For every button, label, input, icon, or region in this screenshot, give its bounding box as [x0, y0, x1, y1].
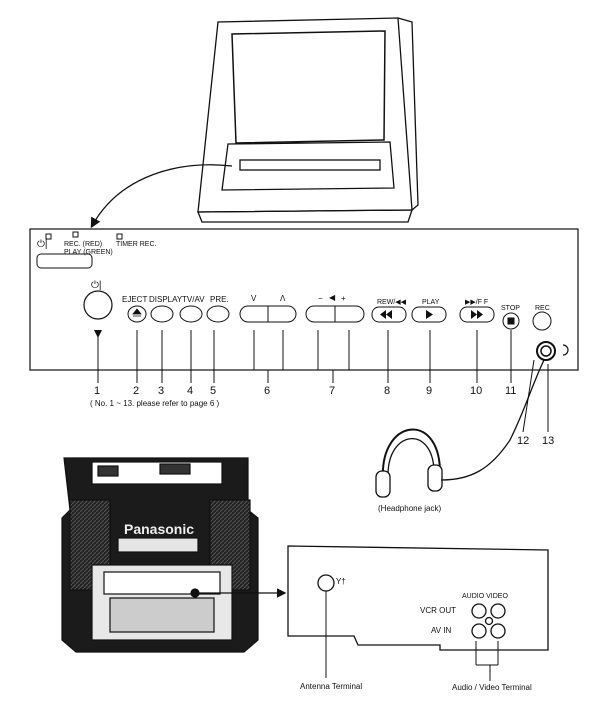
vcr-out-audio-jack: [471, 603, 487, 619]
callout-1: 1: [94, 385, 101, 397]
vcr-out-video-jack: [490, 603, 506, 619]
eject-label: EJECT: [122, 295, 148, 304]
headphone-caption: (Headphone jack): [378, 504, 442, 513]
av-in-label: AV IN: [431, 626, 452, 635]
volume-plus-label: +: [341, 294, 346, 303]
antenna-terminal: [317, 574, 335, 592]
callout-4: 4: [187, 385, 194, 397]
rec-label: REC: [535, 305, 550, 312]
callout-11: 11: [505, 385, 517, 397]
callout-10: 10: [470, 385, 483, 397]
rew-label: REW/◀◀: [377, 299, 407, 306]
page-reference-note: ( No. 1 ~ 13. please refer to page 6 ): [90, 399, 220, 408]
vcr-out-label: VCR OUT: [420, 606, 456, 615]
brand-logo: Panasonic: [124, 521, 195, 537]
power-indicator-label: ⏻|: [37, 239, 48, 250]
display-button[interactable]: [150, 305, 174, 323]
tvav-label: TV/AV: [182, 295, 205, 304]
audio-video-label: AUDIO VIDEO: [462, 593, 508, 600]
display-label: DISPLAY: [149, 295, 183, 304]
power-button-symbol: ⏻|: [91, 280, 102, 291]
callout-3: 3: [158, 385, 165, 397]
callout-12: 12: [517, 435, 530, 447]
av-in-audio-jack: [471, 623, 487, 639]
callout-5: 5: [210, 385, 217, 397]
headphones-illustration: [375, 359, 545, 498]
antenna-terminal-caption: Antenna Terminal: [300, 682, 363, 691]
power-button[interactable]: [83, 290, 113, 320]
tv-back-illustration: [61, 457, 259, 653]
callout-6: 6: [264, 385, 271, 397]
speaker-icon: ◀: [329, 293, 336, 302]
channel-down-label: V: [251, 294, 257, 303]
volume-minus-label: −: [318, 294, 323, 303]
rec-indicator-label: REC. (RED): [64, 241, 103, 248]
av-terminal-caption: Audio / Video Terminal: [452, 683, 532, 692]
tv-front-illustration: [197, 17, 419, 223]
callout-9: 9: [426, 385, 433, 397]
pre-label: PRE.: [210, 295, 229, 304]
zoom-arrow: [90, 164, 233, 229]
rec-button[interactable]: [532, 311, 552, 331]
pre-button[interactable]: [206, 305, 230, 323]
timer-indicator-label: TIMER REC.: [116, 241, 157, 248]
callout-8: 8: [384, 385, 391, 397]
callout-2: 2: [133, 385, 140, 397]
stop-label: STOP: [501, 305, 520, 312]
callout-7: 7: [329, 385, 336, 397]
antenna-symbol: Υ†: [336, 577, 346, 586]
control-panel: [29, 228, 579, 371]
play-indicator-label: PLAY (GREEN): [64, 249, 113, 256]
tv-av-button[interactable]: [179, 305, 203, 323]
av-in-video-jack: [490, 623, 506, 639]
terminal-leaders: [325, 591, 499, 681]
ff-label: ▶▶/F F: [465, 299, 489, 306]
play-label: PLAY: [422, 299, 440, 306]
channel-up-label: Λ: [280, 294, 286, 303]
terminal-panel: [287, 545, 549, 651]
callout-13: 13: [542, 435, 555, 447]
